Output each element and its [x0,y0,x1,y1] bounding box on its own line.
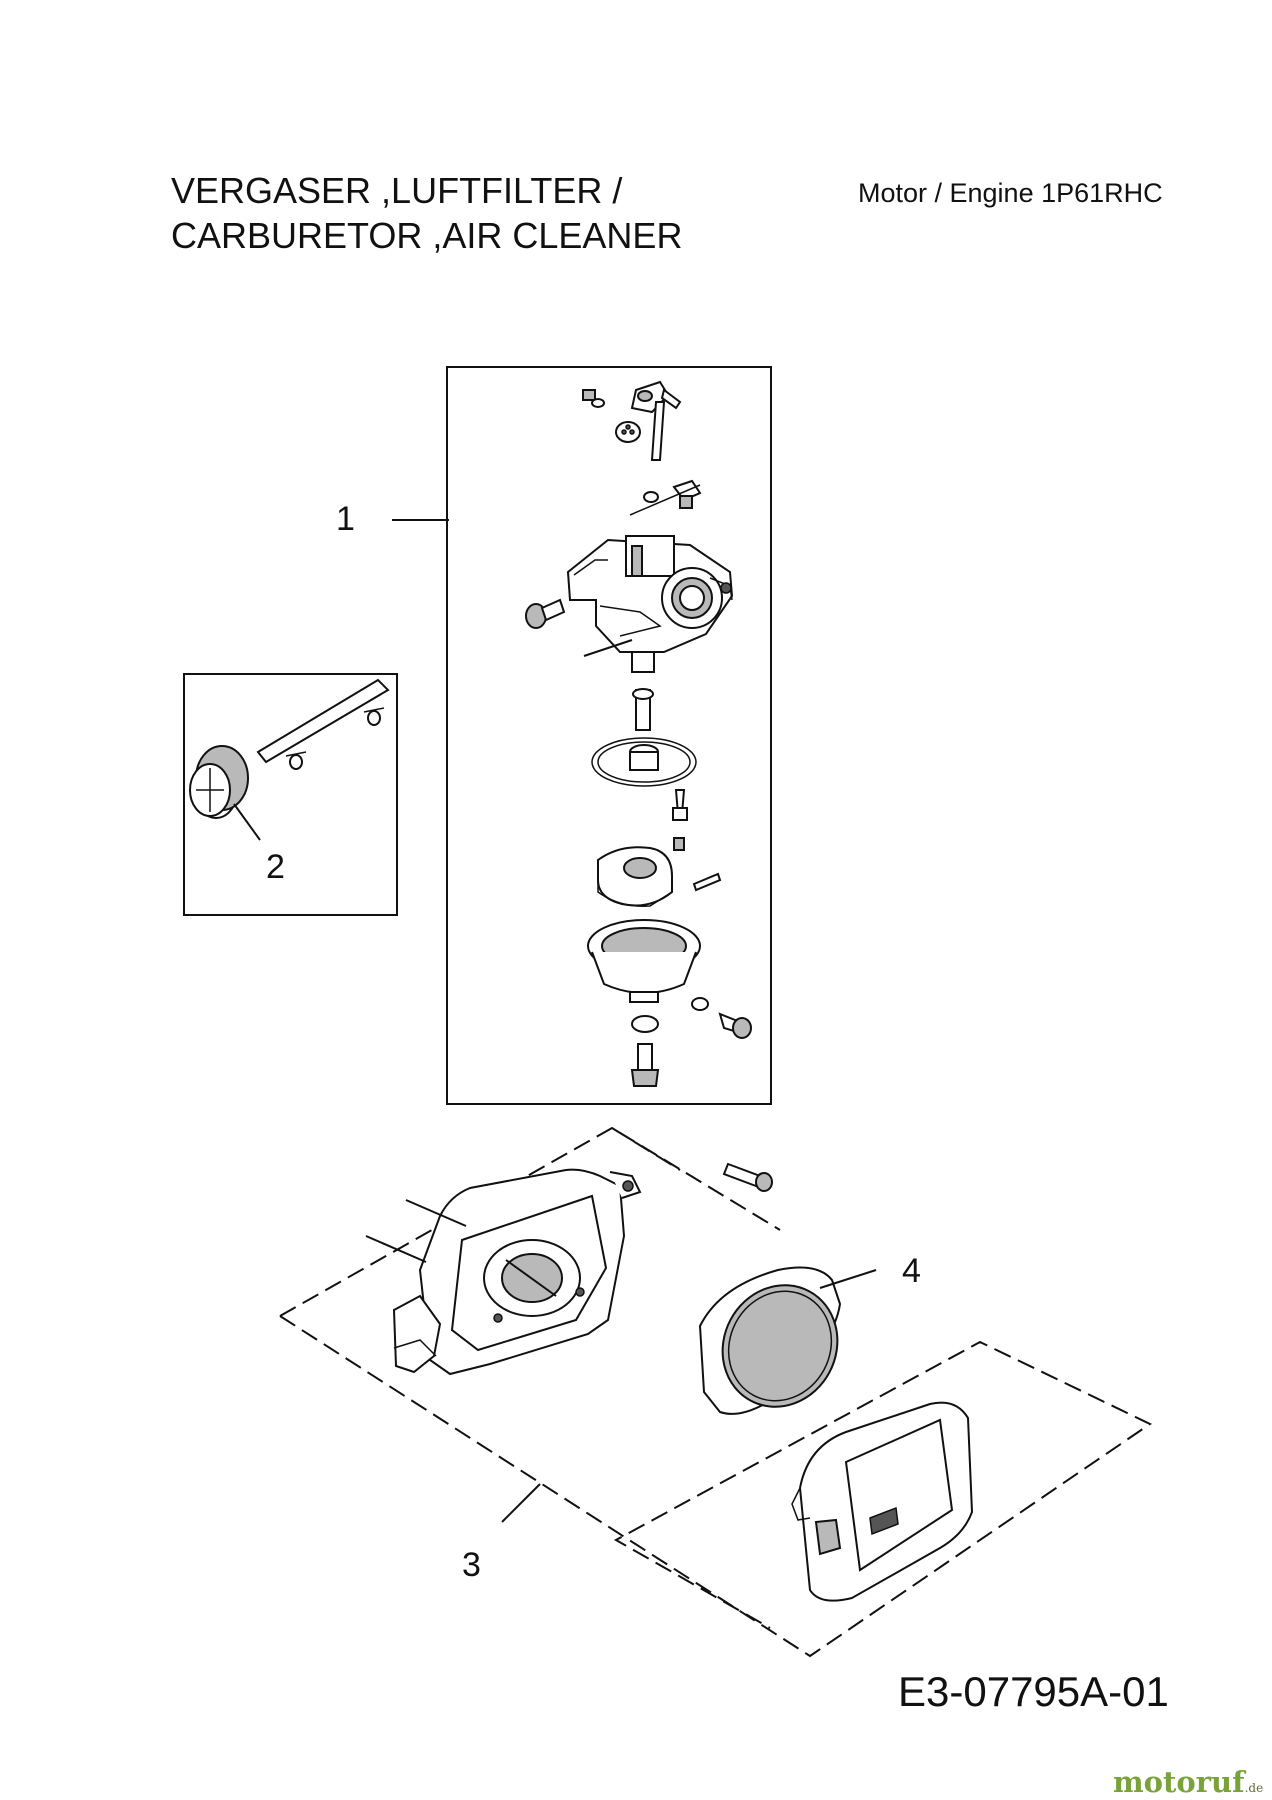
document-number: E3-07795A-01 [898,1668,1169,1715]
primer-bulb [189,745,249,819]
primer-clamp-2 [363,707,385,726]
air-cleaner-base [392,1168,642,1376]
watermark-tld: .de [1244,1781,1264,1795]
carburetor-body [566,535,734,673]
callout-leader-inner [583,639,633,657]
primer-tube [256,678,390,764]
float-pin [692,872,722,892]
bowl-washer [631,1015,659,1033]
diagram-title-de: VERGASER ,LUFTFILTER / [171,170,623,211]
float-bowl-gasket [591,737,697,787]
air-cleaner-group-outline [279,1126,781,1317]
small-screw-top [582,389,605,408]
callout-3: 3 [462,1546,481,1584]
carburetor-kit-frame [446,366,772,1105]
callout-1: 1 [336,500,355,538]
emulsion-tube [629,744,659,771]
callout-4: 4 [902,1252,921,1290]
carburetor-side-screw [525,598,566,629]
air-cleaner-cover [791,1401,974,1602]
callout-leader-2 [233,803,261,841]
callout-leader-3 [501,1483,541,1523]
callout-2: 2 [266,848,285,886]
air-filter-element [698,1266,842,1415]
choke-plate [615,421,641,443]
watermark-logo: motoruf.de [1113,1765,1263,1799]
carburetor-float [597,846,673,907]
air-cleaner-assembly [279,1126,1152,1658]
engine-model-label: Motor / Engine 1P61RHC [858,178,1163,208]
primer-kit-frame [183,673,398,916]
air-cleaner-bolt [722,1162,773,1192]
main-jet [632,688,654,731]
float-needle [672,789,688,821]
choke-lever [630,380,682,461]
carburetor-assembly [392,366,772,1105]
diagram-title-en: CARBURETOR ,AIR CLEANER [171,215,683,256]
bowl-bolt [630,1043,660,1087]
washer-small [643,491,659,503]
watermark-brand: motoruf [1113,1765,1245,1799]
primer-clamp-1 [285,751,307,770]
primer-assembly [183,673,398,916]
needle-spring [673,837,685,851]
drain-screw [691,997,752,1039]
float-bowl [587,919,701,1003]
callout-leader-4 [819,1269,877,1289]
